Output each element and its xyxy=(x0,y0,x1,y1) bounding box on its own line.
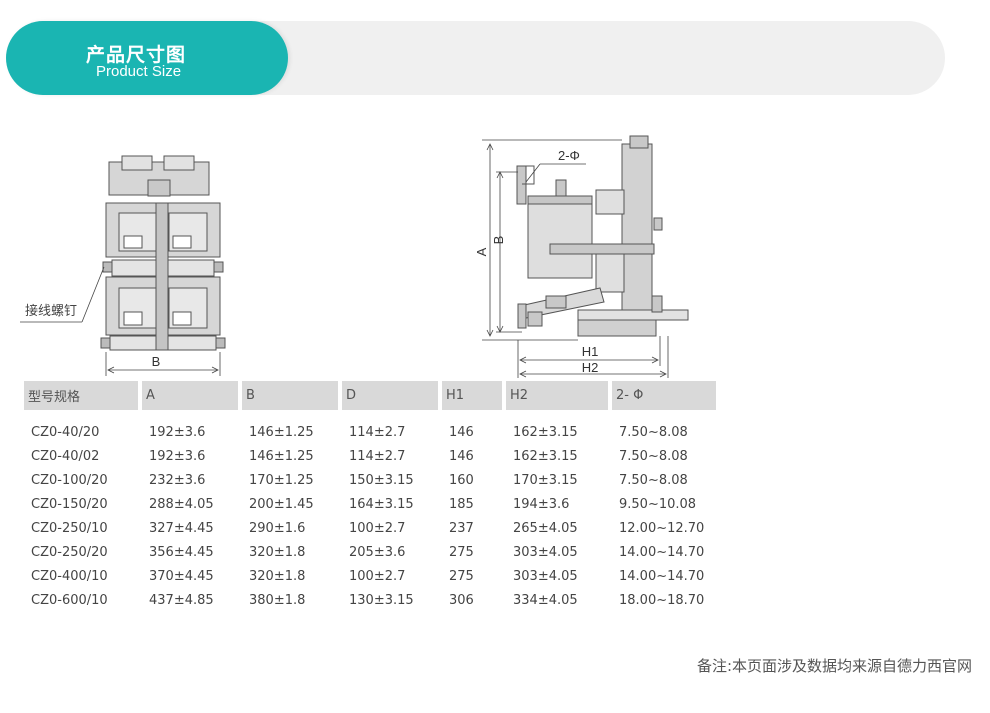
column-header: D xyxy=(342,381,442,410)
table-cell: 100±2.7 xyxy=(349,520,406,536)
table-cell: 146±1.25 xyxy=(249,448,314,464)
table-cell: CZ0-250/20 xyxy=(31,544,108,560)
table-cell: 130±3.15 xyxy=(349,592,414,608)
table-row: CZ0-100/20 232±3.6 170±1.25 150±3.15 160… xyxy=(24,468,716,492)
table-cell: 162±3.15 xyxy=(513,424,578,440)
table-cell: 290±1.6 xyxy=(249,520,306,536)
table-cell: 437±4.85 xyxy=(149,592,214,608)
table-cell: CZ0-150/20 xyxy=(31,496,108,512)
table-cell: 327±4.45 xyxy=(149,520,214,536)
table-cell: 275 xyxy=(449,568,474,584)
table-cell: CZ0-400/10 xyxy=(31,568,108,584)
side-dim-hole-label: 2-Φ xyxy=(558,148,580,163)
table-cell: 7.50~8.08 xyxy=(619,448,688,464)
table-cell: 288±4.05 xyxy=(149,496,214,512)
table-header-row: 型号规格 A B D H1 H2 2- Φ xyxy=(24,381,716,410)
table-cell: 114±2.7 xyxy=(349,448,406,464)
section-title-en: Product Size xyxy=(96,63,182,80)
side-view-drawing: 2-Φ A B H1 H2 xyxy=(474,135,689,378)
table-cell: 320±1.8 xyxy=(249,544,306,560)
section-title-badge xyxy=(6,21,288,95)
table-cell: CZ0-600/10 xyxy=(31,592,108,608)
table-cell: 265±4.05 xyxy=(513,520,578,536)
table-cell: 320±1.8 xyxy=(249,568,306,584)
front-dim-b-label: B xyxy=(152,354,161,369)
table-cell: 114±2.7 xyxy=(349,424,406,440)
table-row: CZ0-40/02 192±3.6 146±1.25 114±2.7 146 1… xyxy=(24,444,716,468)
table-cell: 100±2.7 xyxy=(349,568,406,584)
table-row: CZ0-400/10 370±4.45 320±1.8 100±2.7 275 … xyxy=(24,564,716,588)
terminal-screw-callout: 接线螺钉 xyxy=(25,303,77,319)
table-cell: 164±3.15 xyxy=(349,496,414,512)
table-cell: 334±4.05 xyxy=(513,592,578,608)
side-dim-b-label: B xyxy=(491,236,506,245)
table-cell: 14.00~14.70 xyxy=(619,568,705,584)
column-header: H2 xyxy=(506,381,612,410)
table-cell: CZ0-40/02 xyxy=(31,448,100,464)
table-cell: CZ0-250/10 xyxy=(31,520,108,536)
table-row: CZ0-40/20 192±3.6 146±1.25 114±2.7 146 1… xyxy=(24,410,716,444)
table-cell: 150±3.15 xyxy=(349,472,414,488)
source-footnote: 备注:本页面涉及数据均来源自德力西官网 xyxy=(696,657,972,675)
column-header: B xyxy=(242,381,342,410)
table-cell: 192±3.6 xyxy=(149,448,206,464)
table-cell: 146±1.25 xyxy=(249,424,314,440)
table-cell: 160 xyxy=(449,472,474,488)
table-cell: 185 xyxy=(449,496,474,512)
table-cell: 200±1.45 xyxy=(249,496,314,512)
side-dim-a-label: A xyxy=(474,247,489,256)
table-cell: 170±3.15 xyxy=(513,472,578,488)
section-title-cn: 产品尺寸图 xyxy=(86,44,187,66)
column-header: A xyxy=(142,381,242,410)
table-cell: 356±4.45 xyxy=(149,544,214,560)
table-row: CZ0-600/10 437±4.85 380±1.8 130±3.15 306… xyxy=(24,588,716,612)
column-header: H1 xyxy=(442,381,506,410)
table-cell: 162±3.15 xyxy=(513,448,578,464)
table-cell: 9.50~10.08 xyxy=(619,496,697,512)
column-header: 型号规格 xyxy=(24,381,142,410)
table-cell: 170±1.25 xyxy=(249,472,314,488)
table-cell: 192±3.6 xyxy=(149,424,206,440)
table-cell: 18.00~18.70 xyxy=(619,592,705,608)
table-cell: 7.50~8.08 xyxy=(619,424,688,440)
table-cell: 205±3.6 xyxy=(349,544,406,560)
table-cell: 275 xyxy=(449,544,474,560)
table-cell: 237 xyxy=(449,520,474,536)
table-cell: 12.00~12.70 xyxy=(619,520,705,536)
table-cell: 14.00~14.70 xyxy=(619,544,705,560)
table-cell: 303±4.05 xyxy=(513,568,578,584)
side-dim-h1-label: H1 xyxy=(582,344,599,359)
table-cell: 146 xyxy=(449,448,474,464)
table-cell: 370±4.45 xyxy=(149,568,214,584)
table-cell: 303±4.05 xyxy=(513,544,578,560)
table-cell: CZ0-100/20 xyxy=(31,472,108,488)
table-row: CZ0-250/20 356±4.45 320±1.8 205±3.6 275 … xyxy=(24,540,716,564)
table-cell: 380±1.8 xyxy=(249,592,306,608)
table-cell: 306 xyxy=(449,592,474,608)
table-cell: 232±3.6 xyxy=(149,472,206,488)
table-cell: 146 xyxy=(449,424,474,440)
table-cell: 7.50~8.08 xyxy=(619,472,688,488)
table-cell: CZ0-40/20 xyxy=(31,424,100,440)
table-row: CZ0-150/20 288±4.05 200±1.45 164±3.15 18… xyxy=(24,492,716,516)
front-view-drawing: B 接线螺钉 xyxy=(20,155,226,376)
table-cell: 194±3.6 xyxy=(513,496,570,512)
column-header: 2- Φ xyxy=(612,381,716,410)
spec-table: 型号规格 A B D H1 H2 2- Φ CZ0-40/20 192±3.6 … xyxy=(24,381,716,612)
side-dim-h2-label: H2 xyxy=(582,360,599,375)
table-row: CZ0-250/10 327±4.45 290±1.6 100±2.7 237 … xyxy=(24,516,716,540)
